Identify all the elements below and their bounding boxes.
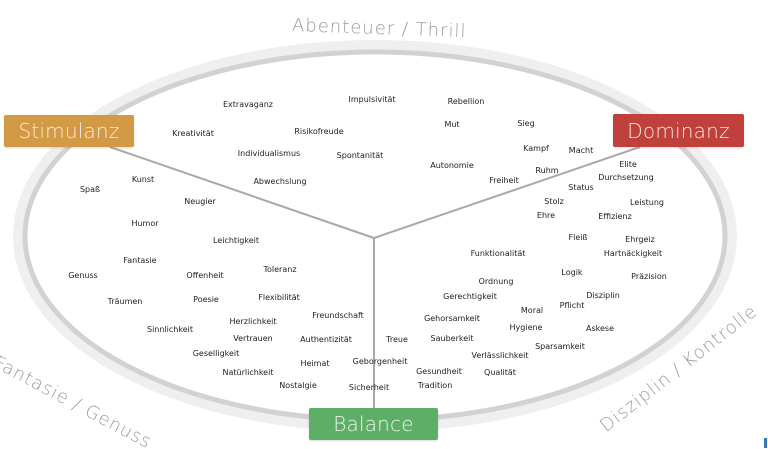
motive-word: Verlässlichkeit [471,351,529,360]
motive-word: Vertrauen [233,334,273,343]
motive-word: Fantasie [123,256,157,265]
motive-word: Sicherheit [348,383,390,392]
motive-word: Poesie [193,295,219,304]
motive-word: Sauberkeit [430,334,474,343]
motive-word: Stolz [544,197,564,206]
motive-word: Qualität [484,368,516,377]
motive-word: Effizienz [598,212,632,221]
motive-word: Durchsetzung [598,173,654,182]
motive-word: Kreativität [172,129,214,138]
category-dominanz: Dominanz [613,114,744,147]
motive-word: Extravaganz [222,100,274,109]
motive-word: Askese [586,324,614,333]
motive-word: Spontanität [336,151,384,160]
divider-stimulanz [109,146,375,239]
motive-word: Nostalgie [279,381,317,390]
motive-word: Sparsamkeit [535,342,585,351]
motive-word: Ehrgeiz [625,235,655,244]
motive-word: Genuss [68,271,98,280]
motive-word: Sieg [517,119,535,128]
motive-word: Logik [561,268,583,277]
motive-word: Gehorsamkeit [424,314,480,323]
corner-indicator [764,438,767,448]
motive-word: Mut [444,120,460,129]
motive-word: Geselligkeit [192,349,240,358]
motive-word: Neugier [184,197,216,206]
motive-word: Kampf [523,144,549,153]
motive-word: Herzlichkeit [229,317,277,326]
motive-word: Elite [619,160,637,169]
motive-word: Sinnlichkeit [147,325,193,334]
motive-word: Moral [520,306,544,315]
motive-word: Status [568,183,594,192]
motive-word: Heimat [300,359,330,368]
motive-word: Spaß [79,185,101,194]
motive-word: Autonomie [430,161,474,170]
motive-word: Ehre [536,211,556,220]
category-stimulanz: Stimulanz [4,115,134,147]
category-balance: Balance [309,408,438,440]
motive-word: Leistung [630,198,664,207]
motive-word: Impulsivität [348,95,396,104]
motive-word: Kunst [131,175,155,184]
motive-word: Authentizität [300,335,352,344]
motive-word: Tradition [417,381,453,390]
motive-word: Träumen [107,297,143,306]
motive-word: Individualismus [237,149,301,158]
motive-word: Flexibilität [258,293,300,302]
motive-word: Toleranz [263,265,297,274]
motive-word: Freundschaft [312,311,364,320]
motive-word: Treue [386,335,408,344]
motive-word: Offenheit [186,271,224,280]
motive-word: Funktionalität [470,249,526,258]
motive-word: Natürlichkeit [222,368,274,377]
motive-word: Fleiß [568,233,588,242]
motive-word: Disziplin [586,291,620,300]
motive-word: Geborgenheit [352,357,408,366]
motive-word: Gesundheit [416,367,462,376]
motive-word: Risikofreude [294,127,344,136]
motive-word: Hartnäckigkeit [603,249,663,258]
motive-word: Ordnung [478,277,514,286]
motive-word: Freiheit [489,176,519,185]
motive-word: Abwechslung [253,177,307,186]
motive-word: Gerechtigkeit [443,292,497,301]
motive-word: Pflicht [559,301,585,310]
motive-word: Ruhm [535,166,559,175]
motive-word: Macht [568,146,594,155]
motive-word: Hygiene [509,323,543,332]
motive-word: Leichtigkeit [213,236,259,245]
motive-word: Humor [131,219,159,228]
motive-word: Rebellion [447,97,485,106]
motive-word: Präzision [631,272,667,281]
divider-dominanz [373,146,641,239]
